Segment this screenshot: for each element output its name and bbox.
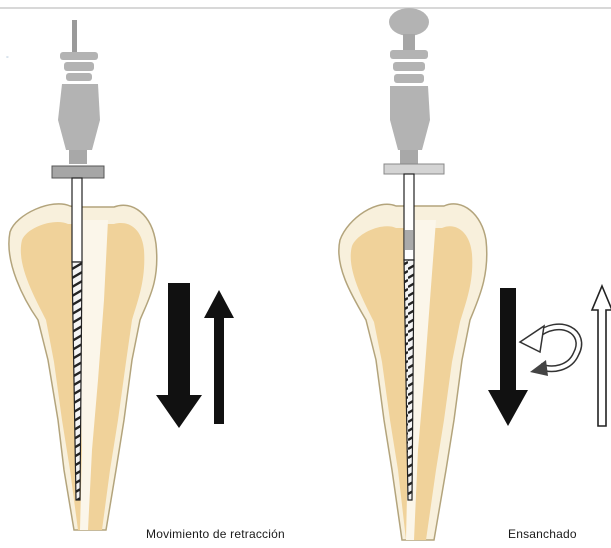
panel-retraction — [9, 20, 234, 530]
down-arrow-icon — [156, 283, 202, 428]
corner-mark: ° — [6, 56, 9, 63]
panel-widening — [339, 8, 611, 540]
caption-widening: Ensanchado — [508, 527, 577, 541]
down-arrow-icon — [488, 288, 528, 426]
up-arrow-icon — [204, 290, 234, 424]
rotation-arrow-icon — [520, 326, 579, 376]
up-arrow-icon — [592, 286, 611, 426]
tooth-left — [9, 204, 157, 530]
caption-retraction: Movimiento de retracción — [146, 527, 285, 541]
